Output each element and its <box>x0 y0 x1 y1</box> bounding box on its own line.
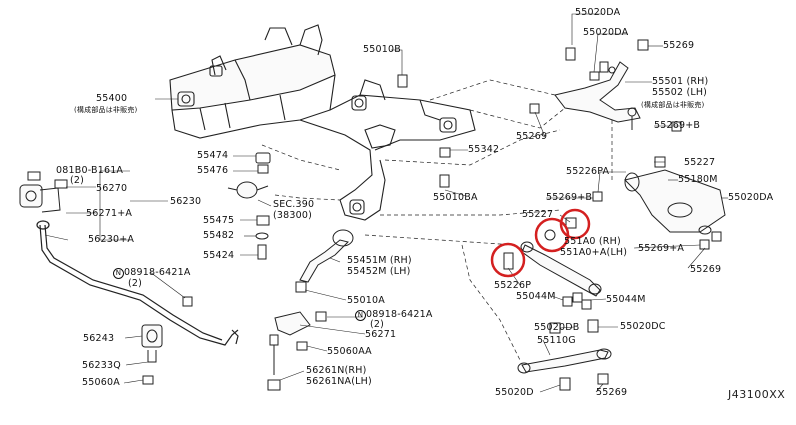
label-55269-b: 55269+B <box>654 120 701 131</box>
label-55269-r2: 55269 <box>690 264 722 275</box>
label-56233Q: 56233Q <box>82 360 121 371</box>
link-55451M <box>295 229 354 293</box>
label-55400: 55400 <box>96 93 128 104</box>
label-56243: 56243 <box>83 333 115 344</box>
catalog-code: J43100XX <box>728 388 786 401</box>
label-08918-a-qty: (2) <box>128 278 143 289</box>
label-55452M: 55452M (LH) <box>347 266 411 277</box>
label-55110G: 55110G <box>537 335 576 346</box>
label-56261N: 56261N(RH) <box>306 365 367 376</box>
label-55400-note: (構成部品は非販売) <box>74 106 138 114</box>
upper-arm-55501 <box>554 61 641 130</box>
label-55010B: 55010B <box>363 44 401 55</box>
label-56230A: 56230+A <box>88 234 135 245</box>
label-08918-b-text: 08918-6421A <box>366 309 433 320</box>
label-081B0-qty: (2) <box>70 175 85 186</box>
label-55474: 55474 <box>197 150 229 161</box>
label-55227-r: 55227 <box>684 157 716 168</box>
label-55020DA-r: 55020DA <box>728 192 774 203</box>
label-55226P: 55226P <box>494 280 532 291</box>
label-55010BA: 55010BA <box>433 192 478 203</box>
label-56230: 56230 <box>170 196 202 207</box>
link-55110G <box>517 348 612 374</box>
highlight-circle-55226P <box>490 242 526 278</box>
label-55227-m: 55227 <box>522 209 554 220</box>
label-55269-B2: 55269+B <box>546 192 593 203</box>
label-55424: 55424 <box>203 250 235 261</box>
label-56261NA: 56261NA(LH) <box>306 376 372 387</box>
label-551A0A: 551A0+A(LH) <box>560 247 628 258</box>
label-55060A: 55060A <box>82 377 120 388</box>
label-38300: (38300) <box>273 210 313 221</box>
label-55044M-l: 55044M <box>516 291 556 302</box>
small-parts-stack <box>227 152 271 260</box>
label-56270: 56270 <box>96 183 128 194</box>
assembly-guides <box>261 79 613 361</box>
label-55060AA: 55060AA <box>327 346 372 357</box>
label-551A0: 551A0 (RH) <box>564 236 621 247</box>
circled-n-icon: N <box>355 310 366 321</box>
bracket-56270 <box>19 171 68 213</box>
lower-arm-55180M <box>624 169 726 235</box>
label-55020D: 55020D <box>495 387 534 398</box>
label-SEC390: SEC.390 <box>273 199 315 210</box>
label-55476: 55476 <box>197 165 229 176</box>
label-081B0: 081B0-B161A <box>56 165 124 176</box>
link-551A0 <box>520 241 602 297</box>
label-55020DB: 55020DB <box>534 322 580 333</box>
label-55269-tr: 55269 <box>663 40 695 51</box>
highlight-circle-551A0-nut <box>559 208 591 240</box>
label-55020DA-2: 55020DA <box>583 27 629 38</box>
label-55451M: 55451M (RH) <box>347 255 412 266</box>
label-55502-note: (構成部品は非販売) <box>641 101 705 109</box>
label-55502: 55502 (LH) <box>652 87 708 98</box>
label-08918-b-qty: (2) <box>370 319 385 330</box>
label-55020DA-top: 55020DA <box>575 7 621 18</box>
stabilizer-bar-56230 <box>36 220 239 346</box>
subframe-55400 <box>169 24 476 221</box>
circled-n-icon: N <box>113 268 124 279</box>
label-55180M: 55180M <box>678 174 718 185</box>
label-55010A: 55010A <box>347 295 385 306</box>
label-08918-a-text: 08918-6421A <box>124 267 191 278</box>
label-56271A: 56271+A <box>86 208 133 219</box>
bracket-56271 <box>267 311 327 391</box>
bushing-56243 <box>141 324 163 385</box>
label-55044M-r: 55044M <box>606 294 646 305</box>
label-55475: 55475 <box>203 215 235 226</box>
label-55501: 55501 (RH) <box>652 76 709 87</box>
label-55269-bot: 55269 <box>596 387 628 398</box>
label-55342: 55342 <box>468 144 500 155</box>
label-55226PA: 55226PA <box>566 166 610 177</box>
leader-lines <box>44 13 728 393</box>
label-55269A: 55269+A <box>638 243 685 254</box>
label-55482: 55482 <box>203 230 235 241</box>
label-56271: 56271 <box>365 329 397 340</box>
label-55269-mid: 55269 <box>516 131 548 142</box>
label-55020DC: 55020DC <box>620 321 666 332</box>
